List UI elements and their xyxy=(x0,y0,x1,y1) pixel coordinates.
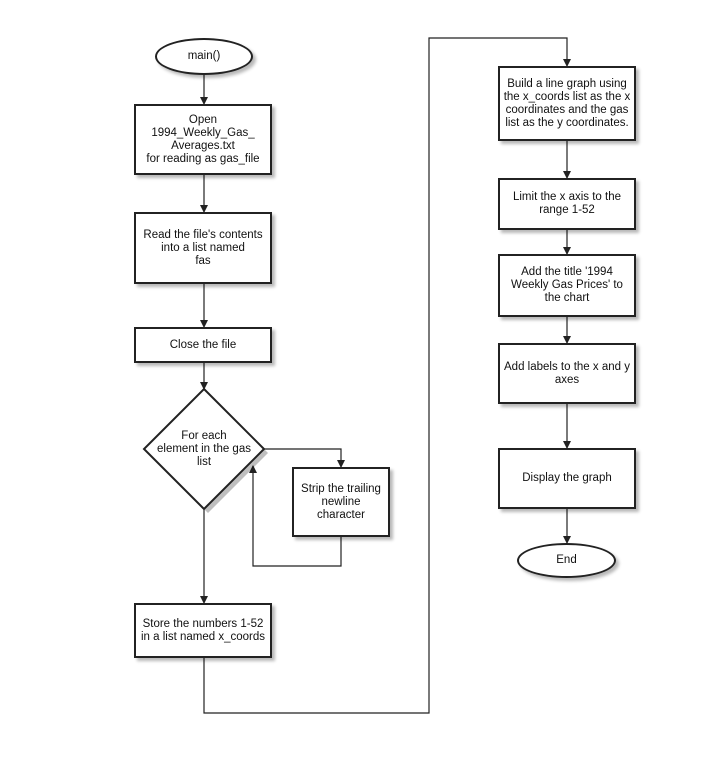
add-labels-step: Add labels to the x and y axes xyxy=(498,343,636,404)
close-file-step-label: Close the file xyxy=(169,338,237,351)
end-node: End xyxy=(517,543,616,578)
display-graph-step: Display the graph xyxy=(498,448,636,509)
end-node-label: End xyxy=(556,554,577,566)
strip-newline-step-label: Strip the trailing newline character xyxy=(301,482,381,521)
close-file-step: Close the file xyxy=(134,327,272,363)
loop-decision-text: For each element in the gas list xyxy=(150,419,258,479)
connector-store-to-build xyxy=(203,37,571,714)
start-node-label: main() xyxy=(187,50,221,62)
add-title-step: Add the title '1994 Weekly Gas Prices' t… xyxy=(498,254,636,317)
add-title-step-label: Add the title '1994 Weekly Gas Prices' t… xyxy=(511,266,623,304)
build-graph-step: Build a line graph using the x_coords li… xyxy=(498,66,636,141)
strip-newline-step: Strip the trailing newline character xyxy=(292,467,390,537)
display-graph-step-label: Display the graph xyxy=(522,472,612,484)
open-file-step-label: Open 1994_Weekly_Gas_ Averages.txt for r… xyxy=(146,113,260,165)
build-graph-step-label: Build a line graph using the x_coords li… xyxy=(503,77,631,129)
open-file-step: Open 1994_Weekly_Gas_ Averages.txt for r… xyxy=(134,104,272,175)
start-node: main() xyxy=(155,38,253,75)
connector-loop-to-strip xyxy=(264,448,345,468)
store-numbers-step-label: Store the numbers 1-52 in a list named x… xyxy=(140,617,265,643)
connector-strip-back-to-loop xyxy=(249,465,342,567)
store-numbers-step: Store the numbers 1-52 in a list named x… xyxy=(134,603,272,658)
read-file-step: Read the file's contents into a list nam… xyxy=(134,212,272,284)
loop-decision-diamond xyxy=(142,387,266,511)
read-file-step-label: Read the file's contents into a list nam… xyxy=(143,228,263,267)
add-labels-step-label: Add labels to the x and y axes xyxy=(504,360,630,386)
loop-decision-label: For each element in the gas list xyxy=(157,429,251,468)
limit-axis-step: Limit the x axis to the range 1-52 xyxy=(498,178,636,230)
limit-axis-step-label: Limit the x axis to the range 1-52 xyxy=(512,191,622,216)
